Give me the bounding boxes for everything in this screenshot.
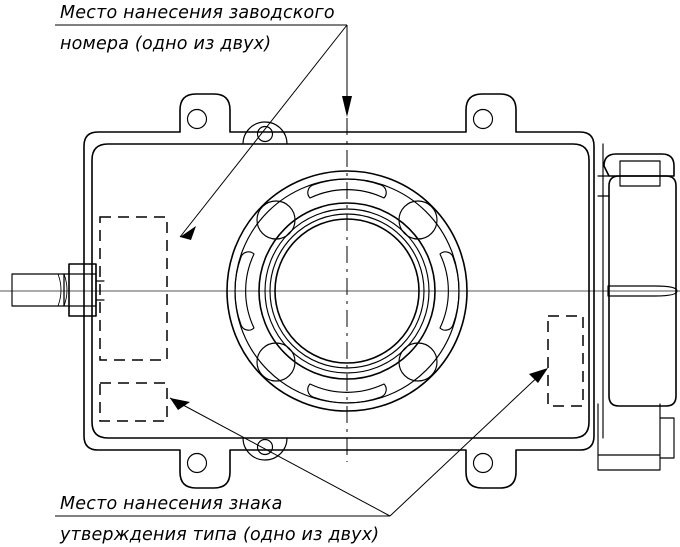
central-circular-flange <box>226 170 468 412</box>
mounting-plate-outline <box>83 93 595 489</box>
flange-bolt-hole-top-left <box>256 200 296 240</box>
bottom-caption-line2: утверждения типа (одно из двух) <box>59 525 379 545</box>
centerlines <box>0 118 680 462</box>
bottom-leader-branch-left <box>169 397 391 517</box>
bottom-leader-arrowhead-left <box>170 398 190 410</box>
flange-slot-top <box>307 178 387 199</box>
bottom-annotation-text: Место нанесения знака утверждения типа (… <box>59 494 379 545</box>
boss-top-hole <box>256 125 274 143</box>
top-leader-arrowhead-down <box>342 96 352 117</box>
connector-cap <box>603 153 675 177</box>
boss-bottom-hole <box>256 438 274 456</box>
top-annotation-leaders <box>55 24 352 240</box>
top-annotation-text: Место нанесения заводского номера (одно … <box>60 3 335 54</box>
bottom-caption-line1: Место нанесения знака <box>60 494 283 514</box>
lug-hole-bottom-left <box>186 452 208 474</box>
flange-slot-bottom <box>307 383 387 404</box>
flange-bore-ring-1 <box>258 202 436 380</box>
marking-plates <box>99 216 584 422</box>
lug-hole-top-left <box>186 108 208 130</box>
flange-bore-ring-3 <box>269 213 425 369</box>
boss-top <box>242 121 288 145</box>
main-housing <box>91 121 590 461</box>
right-connector-block <box>597 143 678 471</box>
flange-arc-slots <box>234 178 460 404</box>
connector-cap-window <box>619 160 661 187</box>
top-leader-branch-left <box>179 24 348 238</box>
housing-outline <box>91 143 590 439</box>
lower-left-dashed-plate <box>99 382 168 422</box>
lug-hole-bottom-right <box>472 452 494 474</box>
connector-pin <box>607 285 678 297</box>
flange-slot-left <box>234 251 255 331</box>
flange-bolt-hole-bottom-right <box>398 342 438 382</box>
flange-bolt-hole-top-right <box>398 200 438 240</box>
connector-body <box>608 175 677 407</box>
flange-slot-right <box>439 251 460 331</box>
shaft-break-line-b <box>63 273 68 307</box>
top-caption-line1: Место нанесения заводского <box>60 3 335 23</box>
left-shaft-stub <box>11 263 105 317</box>
upper-left-dashed-plate <box>99 216 168 361</box>
bottom-leader-branch-right <box>389 369 546 517</box>
bottom-leader-arrowhead-right <box>529 368 548 383</box>
connector-foot-tab <box>659 417 675 459</box>
shaft-collar <box>68 263 97 317</box>
mounting-plate <box>83 93 595 489</box>
lug-hole-top-right <box>472 108 494 130</box>
right-dashed-plate <box>547 315 584 407</box>
top-caption-line2: номера (одно из двух) <box>60 34 271 54</box>
connector-foot <box>597 403 661 471</box>
shaft-outer-segment <box>11 273 65 307</box>
flange-bore-ring-2 <box>264 208 430 374</box>
flange-outer-circle <box>226 170 468 412</box>
flange-bolt-hole-bottom-left <box>256 342 296 382</box>
flange-bore-ring-4 <box>274 218 420 364</box>
top-leader-arrowhead-left <box>180 226 196 240</box>
shaft-break-line-a <box>57 273 62 307</box>
boss-bottom <box>242 437 288 461</box>
bottom-annotation-leaders <box>55 368 548 517</box>
